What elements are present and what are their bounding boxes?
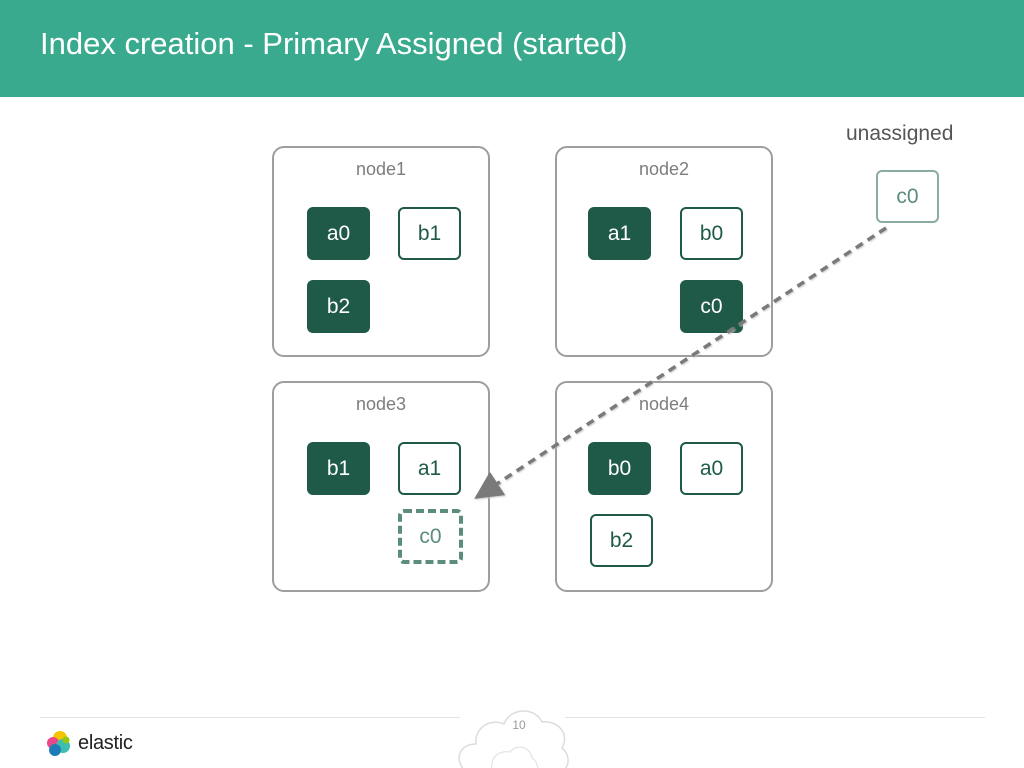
shard-c0-unassigned: c0: [876, 170, 939, 223]
page-number: 10: [512, 718, 526, 732]
shard-a0-primary: a0: [307, 207, 370, 260]
node-box-node1: node1 a0 b1 b2: [272, 146, 490, 357]
node-box-node2: node2 a1 b0 c0: [555, 146, 773, 357]
shard-b2-replica: b2: [590, 514, 653, 567]
cloud-outline-icon: [458, 710, 569, 768]
node-label: node3: [355, 394, 407, 414]
elastic-logo: elastic: [44, 728, 133, 758]
slide-title: Index creation - Primary Assigned (start…: [40, 26, 628, 61]
shard-b0-primary: b0: [588, 442, 651, 495]
node-label: node4: [638, 394, 690, 414]
logo-text: elastic: [78, 731, 133, 754]
shard-c0-initializing: c0: [398, 509, 463, 564]
node-box-node3: node3 b1 a1 c0: [272, 381, 490, 592]
shard-b0-replica: b0: [680, 207, 743, 260]
footer-divider-left: [40, 717, 460, 718]
elastic-logo-icon: [47, 731, 70, 756]
shard-b1-replica: b1: [398, 207, 461, 260]
footer-divider-right: [565, 717, 985, 718]
node-label: node1: [355, 159, 407, 179]
shard-a1-replica: a1: [398, 442, 461, 495]
node-label: node2: [638, 159, 690, 179]
shard-b2-primary: b2: [307, 280, 370, 333]
node-box-node4: node4 b0 a0 b2: [555, 381, 773, 592]
shard-b1-primary: b1: [307, 442, 370, 495]
unassigned-label: unassigned: [846, 122, 954, 145]
shard-c0-primary: c0: [680, 280, 743, 333]
header-bar: Index creation - Primary Assigned (start…: [0, 0, 1024, 97]
shard-a1-primary: a1: [588, 207, 651, 260]
shard-a0-replica: a0: [680, 442, 743, 495]
